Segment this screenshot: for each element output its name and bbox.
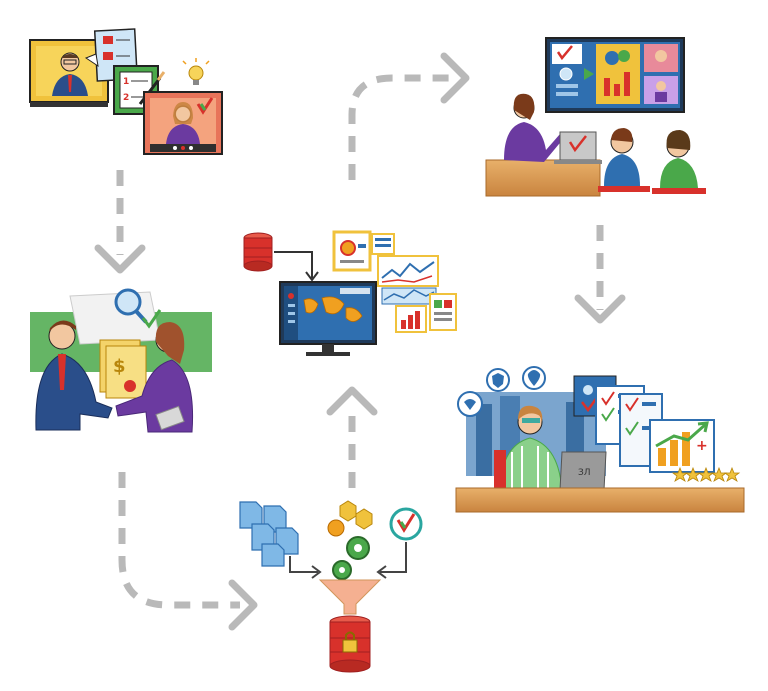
brand-badge-icon (389, 507, 423, 541)
list-digit-1: 1 (123, 77, 129, 87)
flow-arrows (116, 74, 604, 609)
arrowhead-up-3 (326, 386, 378, 416)
list-digit-2: 2 (123, 93, 129, 103)
plus-icon: + (696, 438, 708, 454)
star-icon (671, 466, 689, 482)
gears-icon (327, 500, 373, 580)
arrowhead-right-4 (440, 52, 470, 104)
rating-stars (671, 466, 741, 482)
arrow-stage4-to-stage5 (348, 74, 452, 180)
location-badge-icon (522, 366, 546, 390)
star-icon (723, 466, 741, 482)
data-integration-illustration (239, 500, 423, 673)
star-icon (684, 466, 702, 482)
star-icon (710, 466, 728, 482)
dashboard-illustration (243, 230, 457, 356)
brand-check-icon (196, 97, 214, 115)
arrow-stage2-to-stage3 (118, 472, 240, 609)
monitoring-illustration: + ЗЛ (455, 366, 745, 513)
dollar-icon: $ (113, 356, 126, 377)
arrow-heads (94, 52, 626, 631)
database-icon (243, 232, 273, 272)
heart-badge-icon (457, 391, 483, 417)
handshake-contract-illustration: $ (30, 288, 212, 433)
star-icon (697, 466, 715, 482)
arrowhead-right-2 (228, 579, 258, 631)
arrowhead-down-5 (574, 294, 626, 324)
laptop-logo: ЗЛ (578, 468, 591, 478)
shield-badge-icon (486, 368, 510, 392)
files-icon (239, 501, 299, 567)
presentation-illustration (485, 37, 706, 197)
lightbulb-icon (182, 58, 210, 85)
video-call-illustration: 1 2 (29, 28, 223, 155)
database-lock-icon (329, 615, 371, 673)
arrowhead-down-1 (94, 244, 146, 274)
